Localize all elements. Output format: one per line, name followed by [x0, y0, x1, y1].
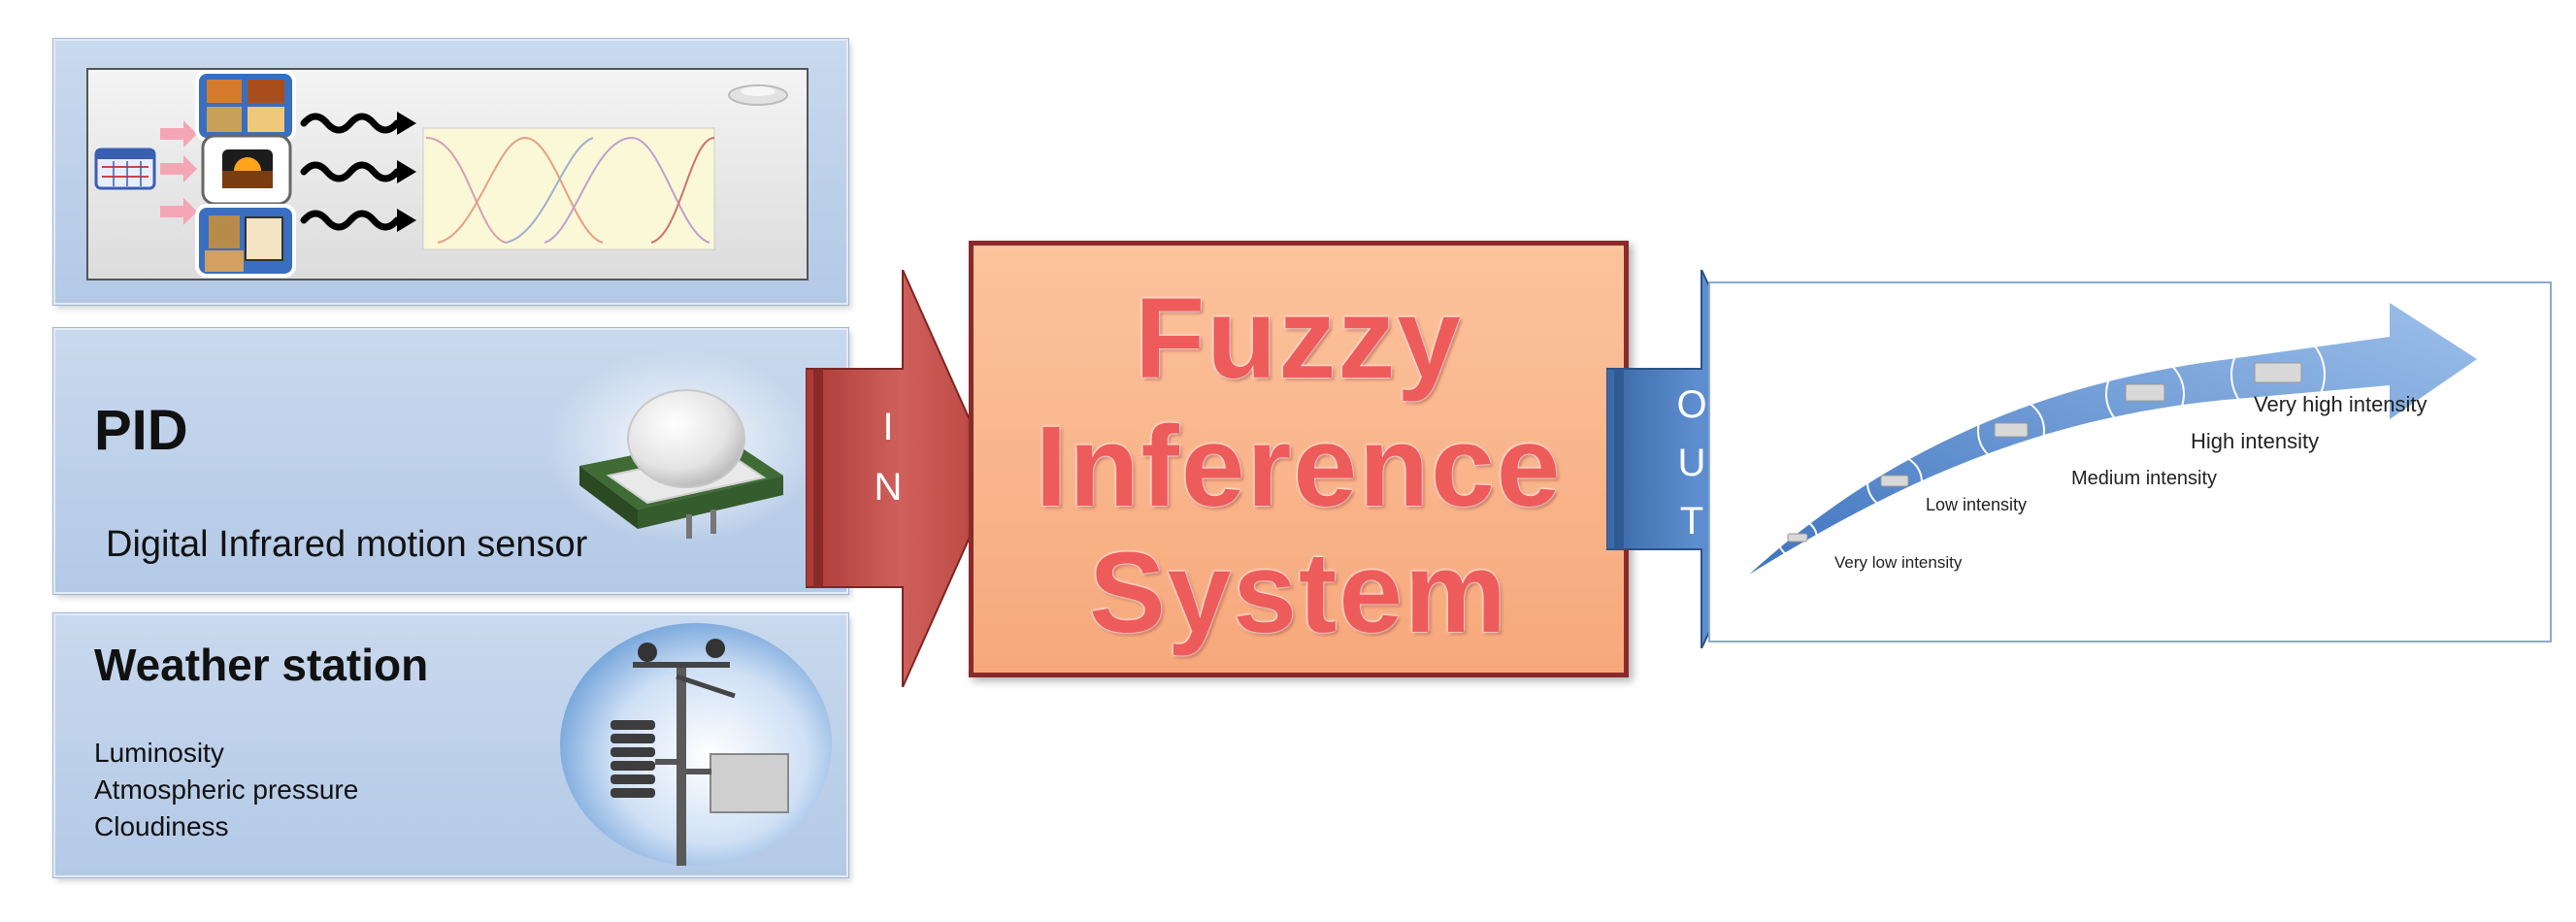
pid-title: PID	[94, 399, 188, 462]
photo-stack-icon	[195, 70, 296, 142]
lamp-icon	[728, 84, 788, 106]
label-very-low-intensity: Very low intensity	[1834, 553, 1963, 572]
wavy-arrows	[300, 113, 401, 231]
fuzzy-interface-illustration	[94, 70, 788, 278]
input-letter-n: N	[874, 466, 903, 509]
fis-line-fuzzy: Fuzzy	[1135, 275, 1463, 403]
fis-line-inference: Inference	[1035, 403, 1563, 531]
fuzzy-interface-panel	[53, 39, 848, 305]
fuzzy-interface-screenshot	[86, 68, 809, 280]
output-letter-u: U	[1677, 442, 1706, 484]
intensity-node-1	[1777, 518, 1818, 559]
intensity-node-2	[1866, 454, 1923, 510]
intensity-node-3	[1977, 397, 2045, 465]
output-intensity-panel: Very low intensity Low intensity Medium …	[1708, 281, 2552, 642]
pid-sensor-panel: PID Digital Infrared motion sensor	[53, 328, 848, 594]
label-low-intensity: Low intensity	[1926, 495, 2028, 514]
photo-album-icon	[195, 204, 296, 278]
label-very-high-intensity: Very high intensity	[2254, 392, 2427, 416]
weather-station-title: Weather station	[94, 640, 429, 690]
weather-item-cloudiness: Cloudiness	[94, 811, 229, 841]
input-arrow	[806, 270, 998, 687]
motion-sensor-icon	[545, 349, 817, 543]
label-medium-intensity: Medium intensity	[2071, 468, 2218, 489]
fuzzy-inference-system-box: Fuzzy Inference System	[969, 241, 1629, 677]
fis-line-system: System	[1089, 529, 1508, 657]
intensity-curve-arrow	[1749, 303, 2477, 575]
weather-item-pressure: Atmospheric pressure	[94, 774, 359, 805]
label-high-intensity: High intensity	[2191, 429, 2320, 453]
intensity-node-4	[2105, 354, 2185, 434]
output-letter-t: T	[1679, 500, 1704, 543]
sunset-icon	[201, 134, 292, 206]
weather-station-panel: Weather station Luminosity Atmospheric p…	[53, 613, 848, 877]
membership-function-plot	[422, 127, 715, 250]
calendar-icon	[94, 148, 156, 190]
weather-station-icon	[560, 623, 832, 866]
output-letter-o: O	[1676, 383, 1707, 426]
intensity-node-5	[2230, 327, 2326, 422]
input-letter-i: I	[882, 406, 894, 448]
pid-subtitle: Digital Infrared motion sensor	[106, 524, 588, 565]
input-arrows	[160, 120, 197, 225]
weather-item-luminosity: Luminosity	[94, 738, 224, 768]
